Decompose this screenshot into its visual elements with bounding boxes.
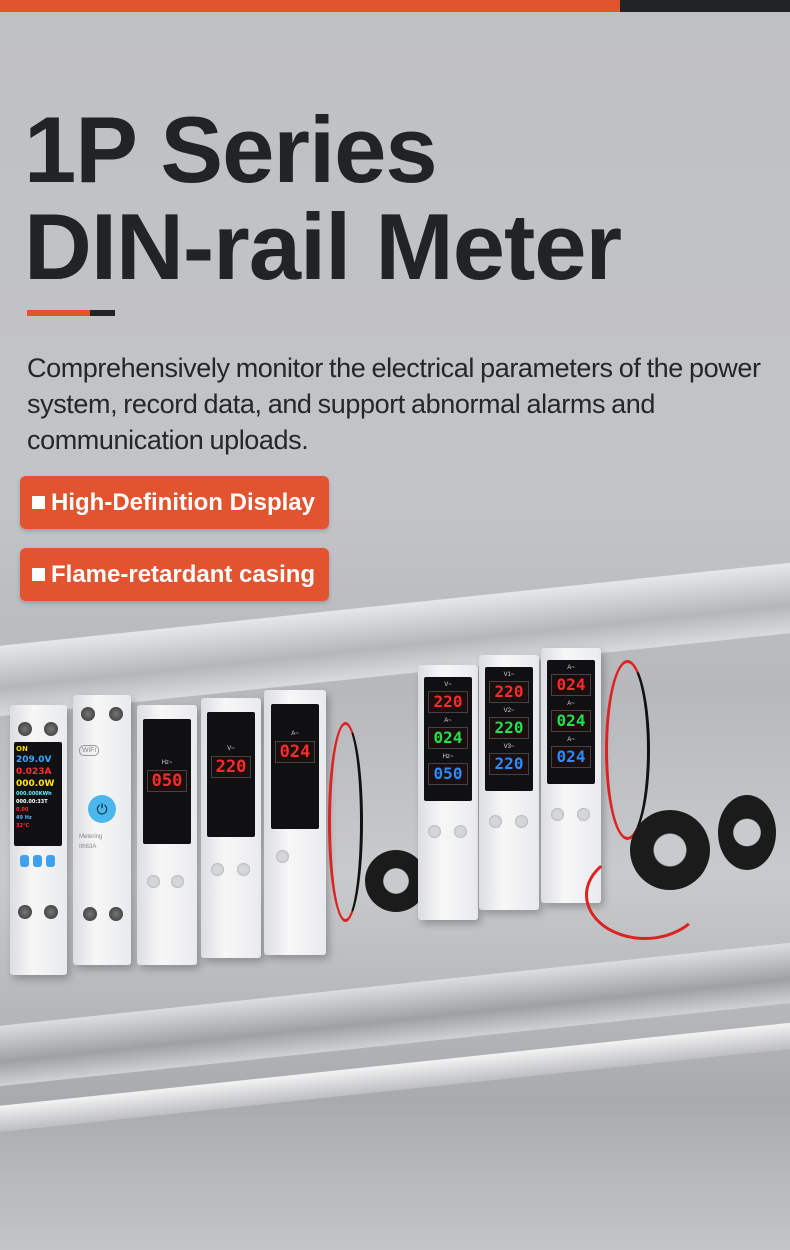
- current-transformer: [718, 795, 776, 870]
- lcd-temperature: 32°C: [16, 823, 30, 829]
- description: Comprehensively monitor the electrical p…: [27, 353, 761, 455]
- lcd-power: 000.0W: [16, 779, 55, 789]
- unit-label: Hz~: [442, 754, 454, 760]
- title-line-2: DIN-rail Meter: [24, 194, 622, 299]
- intro-section: Comprehensively monitor the electrical p…: [20, 350, 770, 601]
- unit-label: V~: [444, 682, 452, 688]
- unit-label: A~: [444, 718, 452, 724]
- top-dark-bar: [620, 0, 790, 12]
- bullet-square-icon: [32, 496, 45, 509]
- unit-label: V2~: [503, 708, 515, 714]
- red-wire: [585, 850, 705, 940]
- current-transformer: [365, 850, 427, 912]
- unit-label: A~: [567, 737, 575, 743]
- feature-badge-display: High-Definition Display: [20, 476, 329, 529]
- frequency-readout: 050: [147, 770, 187, 792]
- unit-label: V1~: [503, 672, 515, 678]
- voltage-meter: V~ 220: [201, 698, 261, 958]
- lcd-screen: ON 209.0V 0.023A 000.0W 000.000KWh 000.0…: [14, 742, 62, 846]
- red-black-wire: [328, 722, 363, 922]
- meter-button[interactable]: [46, 855, 55, 867]
- wifi-meter: WiFi ⏻ Metering Ith63A: [73, 695, 131, 965]
- lcd-voltage: 209.0V: [16, 755, 52, 765]
- current-transformer: [630, 810, 710, 890]
- readout: 220: [489, 681, 529, 703]
- meter-button[interactable]: [33, 855, 42, 867]
- feature-badge-casing: Flame-retardant casing: [20, 548, 330, 601]
- readout: 220: [428, 691, 468, 713]
- readout: 024: [551, 674, 591, 696]
- lcd-time: 000.00:33T: [16, 799, 48, 805]
- bullet-square-icon: [32, 568, 45, 581]
- lcd-frequency: 49 Hz: [16, 815, 32, 821]
- unit-label: V3~: [503, 744, 515, 750]
- current-meter: A~ 024: [264, 690, 326, 955]
- red-black-wire: [605, 660, 650, 840]
- readout: 220: [489, 753, 529, 775]
- power-button[interactable]: ⏻: [88, 795, 116, 823]
- unit-label: V~: [227, 746, 235, 752]
- lcd-energy: 000.000KWh: [16, 791, 52, 797]
- meter-button[interactable]: [20, 855, 29, 867]
- voltage-readout: 220: [211, 756, 251, 778]
- readout: 050: [428, 763, 468, 785]
- unit-label: A~: [567, 701, 575, 707]
- frequency-meter: Hz~ 050: [137, 705, 197, 965]
- current-readout: 024: [275, 741, 315, 763]
- title-line-1: 1P Series: [24, 97, 438, 202]
- lcd-cost: 0.00: [16, 807, 29, 813]
- unit-label: A~: [567, 665, 575, 671]
- readout: 024: [428, 727, 468, 749]
- readout: 024: [551, 746, 591, 768]
- title-underline-dark: [90, 310, 115, 316]
- lcd-meter: ON 209.0V 0.023A 000.0W 000.000KWh 000.0…: [10, 705, 67, 975]
- badge-label: Flame-retardant casing: [51, 560, 316, 588]
- readout: 220: [489, 717, 529, 739]
- unit-label: A~: [291, 731, 299, 737]
- title-underline-accent: [27, 310, 90, 316]
- wifi-logo: WiFi: [79, 745, 99, 756]
- readout: 024: [551, 710, 591, 732]
- badge-label: High-Definition Display: [51, 488, 315, 516]
- lcd-status: ON: [16, 745, 28, 753]
- top-accent-bar: [0, 0, 620, 12]
- rating-label: Ith63A: [79, 844, 97, 850]
- lcd-current: 0.023A: [16, 767, 52, 777]
- model-label: Metering: [79, 834, 103, 840]
- unit-label: Hz~: [161, 760, 173, 766]
